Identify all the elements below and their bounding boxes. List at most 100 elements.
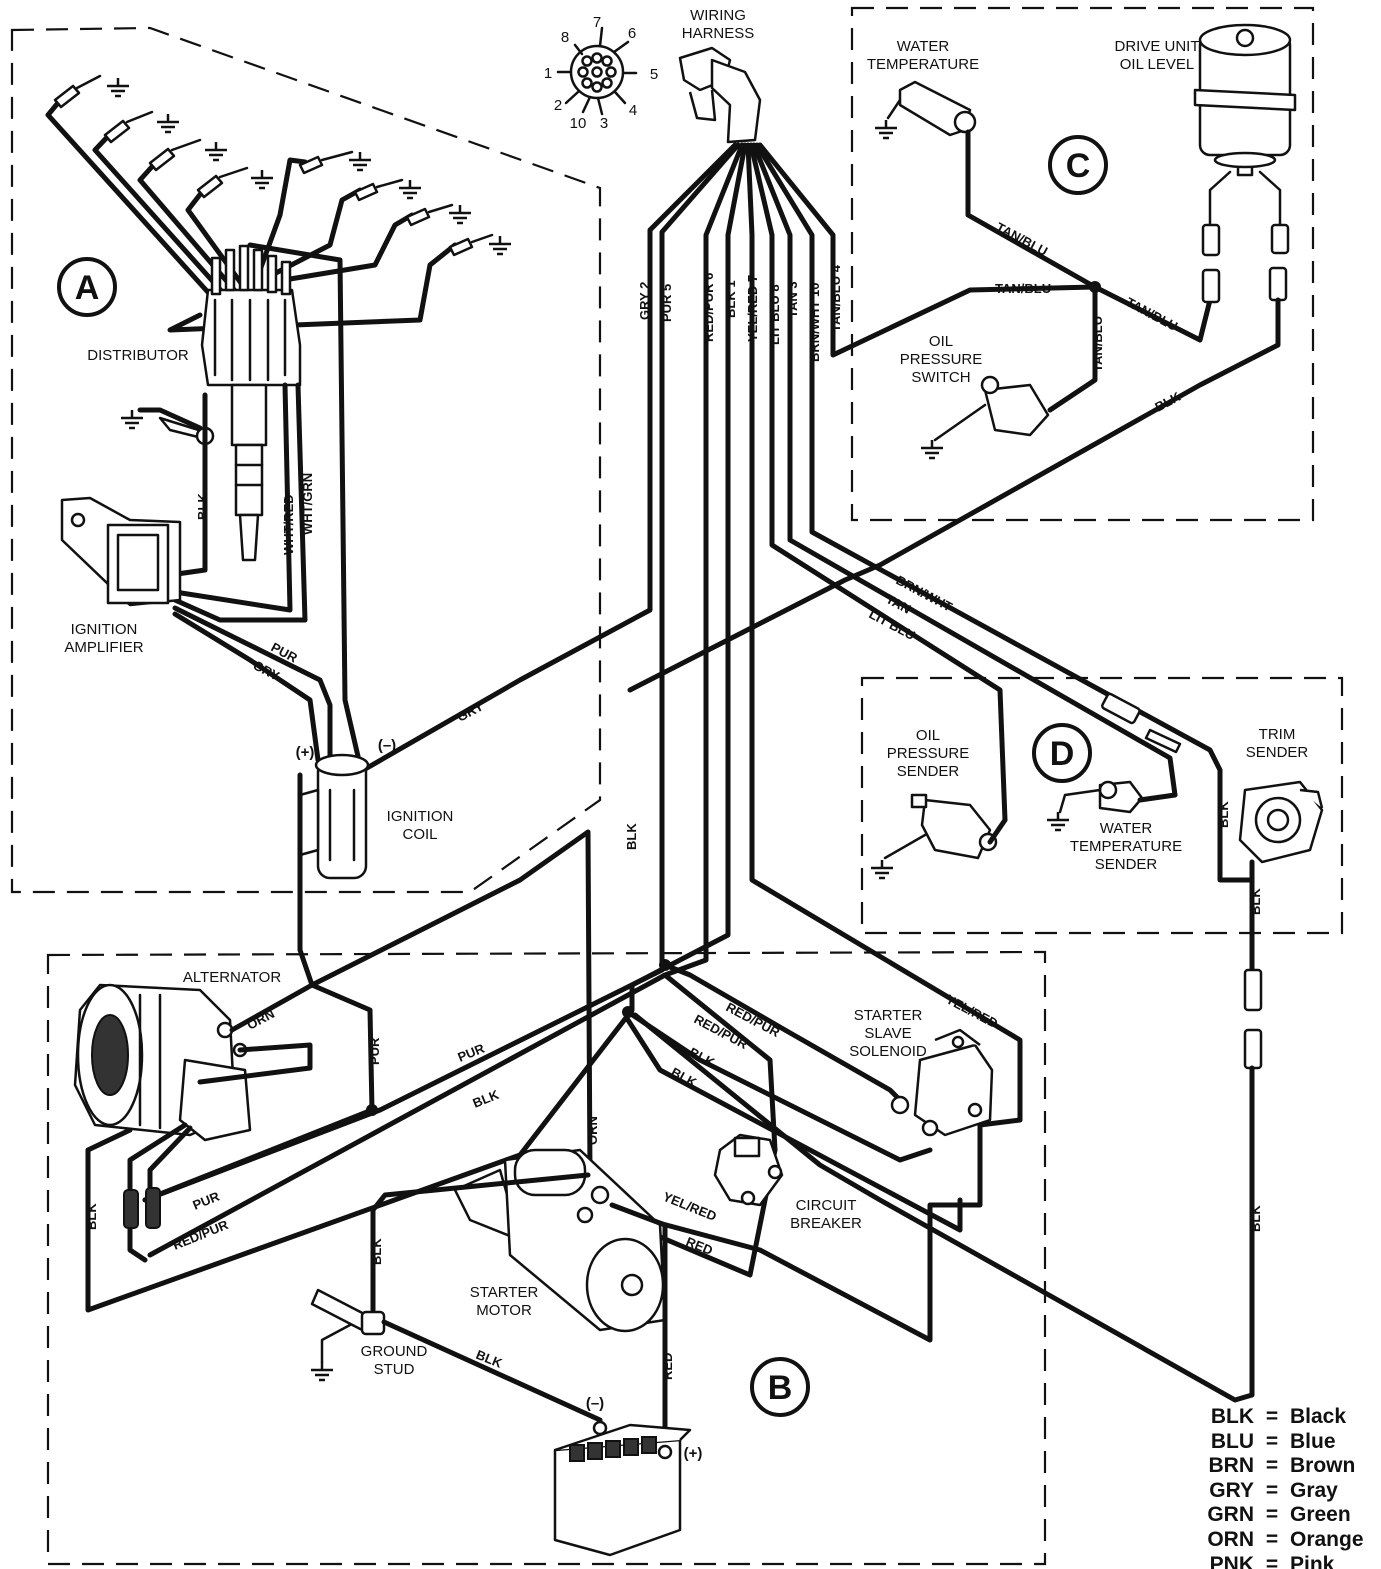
wire-label-tanblu-c: TAN/BLU bbox=[1124, 294, 1181, 334]
water-temperature-switch bbox=[873, 80, 977, 140]
section-b-boundary bbox=[46, 950, 1047, 1566]
wire-pur-coil bbox=[142, 772, 375, 1203]
wire-blk-solenoid bbox=[625, 1009, 933, 1163]
label-oil-pressure-switch-1: OIL bbox=[929, 333, 953, 350]
wire-label-redpur-b1: RED/PUR bbox=[171, 1217, 231, 1253]
svg-text:A: A bbox=[75, 269, 100, 307]
wire-blk-ground-stud bbox=[370, 1172, 591, 1313]
wire-blk-battery-neg bbox=[381, 1319, 603, 1431]
label-trim-sender-1: TRIM bbox=[1259, 726, 1296, 743]
reservoir-connectors bbox=[1201, 223, 1290, 304]
label-ignition-coil-1: IGNITION bbox=[387, 808, 454, 825]
label-oil-pressure-sender-2: PRESSURE bbox=[887, 745, 970, 762]
label-oil-pressure-switch-3: SWITCH bbox=[911, 369, 970, 386]
trim-connectors bbox=[1243, 968, 1263, 1070]
harness-pin-1: 1 bbox=[544, 65, 552, 82]
label-water-temperature-sender-3: SENDER bbox=[1095, 856, 1158, 873]
ignition-wires bbox=[167, 382, 333, 763]
label-ignition-amplifier-1: IGNITION bbox=[71, 621, 138, 638]
legend-row: BLU=Blue bbox=[1210, 1429, 1336, 1453]
label-circuit-breaker-2: BREAKER bbox=[790, 1215, 862, 1232]
color-legend: BLK=Black BLU=Blue BRN=Brown GRY=Gray GR… bbox=[1204, 1405, 1381, 1569]
splice-tanblu bbox=[1089, 281, 1101, 293]
label-battery-minus: (–) bbox=[586, 1395, 604, 1412]
wire-label-gry2: GRY 2 bbox=[637, 282, 652, 320]
label-ignition-coil-2: COIL bbox=[402, 826, 437, 843]
harness-pin-8: 8 bbox=[561, 29, 569, 46]
inline-connectors-d bbox=[1101, 692, 1182, 754]
wire-blk-trim-ground bbox=[632, 1012, 1255, 1403]
harness-title-line1: WIRING bbox=[690, 7, 746, 24]
harness-pin-5: 5 bbox=[650, 66, 658, 83]
alternator bbox=[73, 983, 252, 1142]
legend-row: BLK=Black bbox=[1210, 1405, 1347, 1428]
battery bbox=[553, 1420, 692, 1557]
wire-label-tanblu-a: TAN/BLU bbox=[994, 219, 1051, 259]
label-oil-pressure-switch-2: PRESSURE bbox=[900, 351, 983, 368]
wire-label-pur-b3: PUR bbox=[191, 1188, 223, 1212]
wire-label-blk-b2: BLK bbox=[84, 1203, 99, 1230]
harness-pin-6: 6 bbox=[628, 25, 636, 42]
oil-pressure-switch bbox=[919, 375, 1050, 460]
label-alternator: ALTERNATOR bbox=[183, 969, 282, 986]
wire-label-whtgrn: WHT/GRN bbox=[300, 473, 315, 535]
ground-stud bbox=[309, 1288, 386, 1382]
wire-orn bbox=[229, 829, 593, 1178]
wire-label-blk-b1: BLK bbox=[471, 1087, 502, 1111]
circuit-breaker bbox=[713, 1133, 784, 1207]
wire-label-litblu: LIT BLU bbox=[867, 606, 918, 643]
wire-label-tanblu-b: TAN/BLU bbox=[995, 281, 1051, 296]
legend-row: GRN=Green bbox=[1207, 1503, 1351, 1527]
label-ignition-amplifier-2: AMPLIFIER bbox=[64, 639, 143, 656]
wire-label-blk-b6: BLK bbox=[369, 1238, 384, 1265]
wire-label-blk-reservoir: BLK bbox=[1152, 389, 1183, 415]
wire-label-red-b2: RED bbox=[660, 1353, 675, 1380]
label-drive-unit-oil-level-2: OIL LEVEL bbox=[1120, 56, 1195, 73]
starter-slave-solenoid bbox=[890, 1028, 994, 1137]
wire-label-blk-b3: BLK bbox=[624, 823, 639, 850]
wire-label-blk1: BLK 1 bbox=[723, 280, 738, 318]
label-coil-minus: (–) bbox=[378, 737, 396, 754]
wire-label-blk-trim-a: BLK bbox=[1216, 801, 1231, 828]
wire-label-yelred-b2: YEL/RED bbox=[661, 1189, 719, 1224]
spark-plugs bbox=[53, 74, 513, 257]
section-d-boundary bbox=[860, 676, 1344, 935]
starter-motor bbox=[453, 1148, 667, 1333]
label-starter-slave-solenoid-1: STARTER bbox=[854, 1007, 923, 1024]
label-starter-motor-1: STARTER bbox=[470, 1284, 539, 1301]
wire-label-blk-trim-c: BLK bbox=[1248, 1205, 1263, 1232]
ignition-amplifier bbox=[60, 496, 182, 607]
wire-blk-reservoir bbox=[627, 297, 1281, 693]
svg-text:D: D bbox=[1050, 735, 1075, 773]
harness-pin-10: 10 bbox=[570, 115, 587, 132]
label-circuit-breaker-1: CIRCUIT bbox=[796, 1197, 857, 1214]
wire-label-redpur6: RED/PUR 6 bbox=[701, 273, 716, 342]
wire-alt-loop bbox=[197, 1042, 313, 1085]
label-coil-plus: (+) bbox=[296, 744, 315, 761]
harness-pin-2: 2 bbox=[554, 97, 562, 114]
wire-label-pur-b1: PUR bbox=[367, 1037, 382, 1065]
wire-redpur-breaker bbox=[662, 972, 778, 1153]
legend-row: GRY=Gray bbox=[1209, 1478, 1338, 1502]
wire-label-pur5: PUR 5 bbox=[659, 284, 674, 322]
wire-label-tan3: TAN 3 bbox=[785, 281, 800, 318]
label-trim-sender-2: SENDER bbox=[1246, 744, 1309, 761]
harness-pin-3: 3 bbox=[600, 115, 608, 132]
section-b-marker: B bbox=[750, 1357, 810, 1417]
label-ground-stud-2: STUD bbox=[374, 1361, 415, 1378]
wire-redpur-solenoid bbox=[662, 962, 903, 1103]
svg-text:B: B bbox=[768, 1369, 793, 1407]
wire-label-brnwht10: BRN/WHT 10 bbox=[807, 283, 822, 362]
label-starter-slave-solenoid-2: SLAVE bbox=[864, 1025, 911, 1042]
label-ground-stud-1: GROUND bbox=[361, 1343, 428, 1360]
wire-label-blk-dist: BLK bbox=[195, 493, 210, 520]
legend-row: PNK=Pink bbox=[1209, 1552, 1335, 1569]
legend-row: ORN=Orange bbox=[1207, 1527, 1364, 1551]
harness-pin-7: 7 bbox=[593, 14, 601, 31]
label-water-temperature-sender-2: TEMPERATURE bbox=[1070, 838, 1182, 855]
wire-label-litblu8: LIT BLU 8 bbox=[767, 284, 782, 345]
svg-text:C: C bbox=[1066, 147, 1091, 185]
section-a-marker: A bbox=[57, 257, 117, 317]
section-c-marker: C bbox=[1048, 135, 1108, 195]
